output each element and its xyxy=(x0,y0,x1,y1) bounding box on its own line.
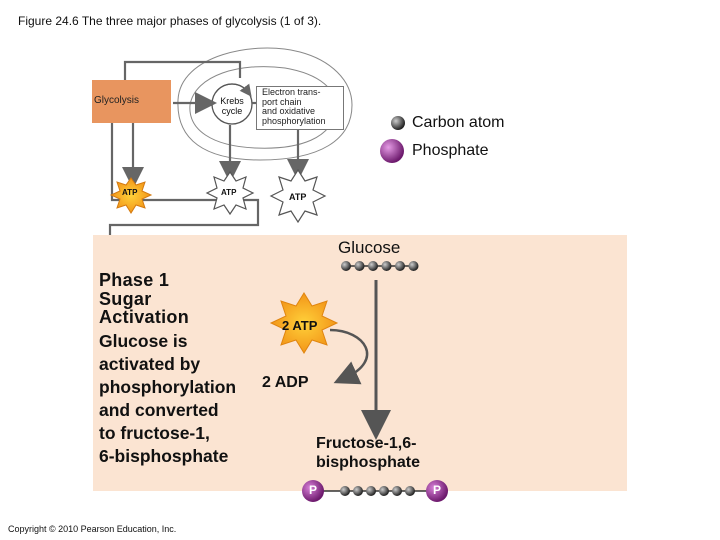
desc-line-3: phosphorylation xyxy=(99,377,237,397)
etc-box xyxy=(256,86,344,130)
fbp-line-1: Fructose-1,6- xyxy=(316,435,417,452)
fbp-carbon-2 xyxy=(353,486,363,496)
phosphate-right xyxy=(426,480,448,502)
atp-burst-phase1 xyxy=(269,292,339,354)
pathway-connectors xyxy=(108,60,309,235)
glucose-carbon-1 xyxy=(341,261,351,271)
desc-line-1: Glucose is xyxy=(99,331,188,351)
legend-phosphate-label: Phosphate xyxy=(412,142,489,159)
glucose-carbon-4 xyxy=(381,261,392,271)
fbp-line-2: bisphosphate xyxy=(316,454,421,471)
fbp-carbon-1 xyxy=(340,486,350,496)
fructose-bisphosphate-chain xyxy=(302,480,448,502)
glycolysis-box xyxy=(92,80,171,123)
desc-line-6: 6-bisphosphate xyxy=(99,446,229,466)
fbp-carbon-6 xyxy=(405,486,415,496)
fructose-bisphosphate-label: Fructose-1,6- bisphosphate xyxy=(316,434,420,472)
glucose-label: Glucose xyxy=(338,238,401,257)
krebs-cycle-label: Krebs cycle xyxy=(212,96,252,116)
phase1-title: Phase 1 Sugar Activation xyxy=(99,271,189,327)
phase1-description: Glucose is activated by phosphorylation … xyxy=(99,330,236,468)
desc-line-4: and converted xyxy=(99,400,219,420)
atp-burst-krebs xyxy=(205,170,255,216)
atp-label-glycolysis: ATP xyxy=(122,188,138,197)
phosphate-left-symbol: P xyxy=(309,483,318,497)
atp-to-adp-arrow xyxy=(329,328,369,385)
figure-title: Figure 24.6 The three major phases of gl… xyxy=(18,14,322,28)
glucose-carbon-5 xyxy=(395,261,405,271)
desc-line-2: activated by xyxy=(99,354,201,374)
atp-in-label: 2 ATP xyxy=(282,318,318,333)
atp-label-krebs: ATP xyxy=(221,188,237,197)
phase1-title-line-1: Phase 1 xyxy=(99,270,170,290)
copyright-notice: Copyright © 2010 Pearson Education, Inc. xyxy=(8,524,177,534)
atp-label-etc: ATP xyxy=(289,192,307,202)
etc-line-2: port chain xyxy=(262,96,302,107)
desc-line-5: to fructose-1, xyxy=(99,423,210,443)
krebs-line-2: cycle xyxy=(221,106,243,116)
phosphate-left xyxy=(302,480,324,502)
atp-burst-etc xyxy=(269,168,327,224)
legend-carbon-label: Carbon atom xyxy=(412,114,505,131)
glucose-chain xyxy=(341,261,419,271)
glucose-carbon-2 xyxy=(354,261,365,271)
etc-line-4: phosphorylation xyxy=(262,115,326,126)
fbp-carbon-3 xyxy=(366,486,376,496)
legend-carbon-marker xyxy=(391,116,405,130)
atp-burst-glycolysis xyxy=(109,177,153,214)
adp-out-label: 2 ADP xyxy=(262,374,309,391)
krebs-line-1: Krebs xyxy=(220,96,244,106)
phase1-title-line-3: Activation xyxy=(99,307,190,327)
phase1-title-line-2: Sugar xyxy=(99,288,152,309)
phosphate-right-symbol: P xyxy=(433,483,442,497)
glycolysis-label: Glycolysis xyxy=(94,95,140,106)
fbp-carbon-4 xyxy=(379,486,389,496)
fbp-carbon-5 xyxy=(392,486,402,496)
glucose-carbon-3 xyxy=(368,261,378,271)
legend-phosphate-marker xyxy=(380,139,404,163)
glucose-carbon-6 xyxy=(408,261,419,271)
etc-label: Electron trans- port chain and oxidative… xyxy=(262,87,326,126)
etc-line-3: and oxidative xyxy=(262,106,316,117)
etc-line-1: Electron trans- xyxy=(262,87,321,97)
